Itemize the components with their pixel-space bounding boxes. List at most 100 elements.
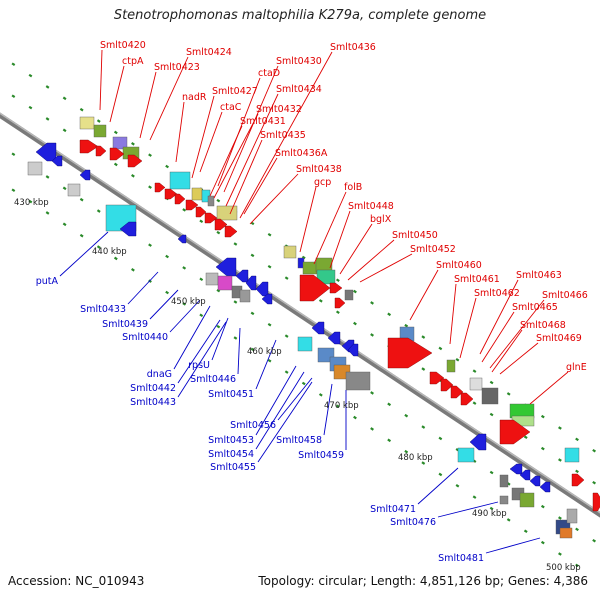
genome-axis-line (0, 112, 600, 518)
ruler-dot (353, 321, 357, 326)
forward-gene-leader (449, 283, 457, 345)
ruler-dot (79, 197, 84, 202)
reverse-gene-arrow (261, 293, 273, 305)
reverse-gene-label: Smlt0454 (208, 449, 254, 460)
ruler-dot (62, 186, 67, 191)
forward-gene-label: folB (344, 182, 362, 193)
gene-feature (217, 275, 233, 291)
ruler-dot (233, 300, 238, 304)
forward-gene-arrow (164, 188, 178, 200)
ruler-dot (233, 242, 238, 246)
forward-gene-leader (299, 186, 317, 253)
ruler-dot (11, 62, 16, 66)
ruler-dot (575, 563, 579, 568)
reverse-gene-label: putA (36, 276, 59, 287)
forward-gene-arrow (299, 274, 331, 302)
forward-gene-label: Smlt0435 (260, 130, 306, 141)
ruler-dot (62, 222, 67, 227)
forward-gene-arrow (224, 225, 238, 238)
forward-gene-arrow (450, 385, 464, 399)
ruler-dot (455, 358, 460, 362)
ruler-dot (353, 289, 357, 294)
reverse-gene-arrow (51, 155, 63, 167)
ruler-dot (62, 128, 67, 133)
ruler-dot (575, 469, 579, 474)
forward-gene-leader (359, 253, 413, 283)
ruler-dot (131, 142, 135, 146)
ruler-dot (370, 427, 374, 431)
ruler-dot (45, 211, 50, 215)
kbp-tick-label: 460 kbp (247, 347, 282, 357)
ruler-dot (113, 162, 118, 167)
ruler-dot (421, 425, 426, 429)
ruler-dot (62, 96, 67, 101)
reverse-gene-arrow (529, 475, 541, 487)
ruler-dot (165, 254, 170, 259)
ruler-dot (11, 152, 16, 156)
ruler-dot (28, 105, 33, 110)
ruler-dot (267, 264, 272, 269)
ruler-dot (318, 393, 323, 397)
reverse-gene-arrow (347, 343, 359, 357)
reverse-gene-label: Smlt0476 (390, 517, 436, 528)
gene-feature (302, 261, 318, 275)
gene-feature (559, 527, 573, 539)
forward-gene-leader (347, 239, 395, 281)
ruler-dot (318, 299, 323, 303)
reverse-gene-label: Smlt0453 (208, 435, 254, 446)
reverse-gene-leader (149, 289, 179, 320)
kbp-tick-label: 480 kbp (398, 453, 433, 463)
ruler-dot (438, 472, 443, 477)
reverse-gene-leader (417, 467, 459, 505)
forward-gene-label: Smlt0423 (154, 62, 200, 73)
forward-gene-label: Smlt0462 (474, 288, 520, 299)
ruler-dot (284, 334, 289, 338)
forward-gene-arrow (109, 147, 125, 161)
reverse-gene-label: Smlt0455 (210, 462, 256, 473)
ruler-dot (558, 426, 562, 430)
ruler-dot (404, 323, 409, 328)
forward-gene-arrow (195, 206, 207, 218)
reverse-gene-label: Smlt0440 (122, 332, 168, 343)
reverse-gene-leader (59, 231, 109, 277)
reverse-gene-arrow (327, 331, 341, 345)
reverse-gene-leader (211, 317, 229, 361)
ruler-dot (216, 324, 221, 329)
reverse-gene-arrow (255, 281, 269, 297)
reverse-gene-arrow (215, 257, 237, 277)
reverse-gene-arrow (79, 169, 91, 181)
forward-gene-leader (239, 51, 333, 219)
reverse-gene-arrow (519, 469, 531, 481)
ruler-dot (540, 504, 545, 509)
forward-gene-label: Smlt0427 (212, 86, 258, 97)
ruler-dot (370, 391, 374, 395)
reverse-gene-label: Smlt0451 (208, 389, 254, 400)
reverse-gene-leader (437, 501, 499, 518)
gene-feature (67, 183, 81, 197)
reverse-gene-label: dnaG (147, 369, 172, 380)
ruler-dot (199, 277, 204, 282)
reverse-gene-leader (173, 305, 211, 370)
ruler-dot (301, 381, 306, 386)
forward-gene-leader (213, 113, 259, 199)
ruler-dot (45, 175, 50, 179)
forward-gene-label: bglX (370, 214, 392, 225)
ruler-dot (489, 412, 494, 417)
forward-gene-label: Smlt0466 (542, 290, 588, 301)
forward-gene-leader (175, 101, 185, 163)
reverse-gene-label: Smlt0442 (130, 383, 176, 394)
reverse-gene-leader (323, 383, 333, 436)
forward-gene-leader (99, 49, 103, 111)
ruler-dot (182, 266, 187, 270)
forward-gene-label: Smlt0436A (275, 148, 328, 159)
forward-gene-arrow (329, 282, 343, 294)
ruler-dot (421, 335, 426, 339)
forward-gene-label: Smlt0432 (256, 104, 302, 115)
feature-layer (27, 116, 600, 539)
ruler-dot (148, 185, 152, 189)
map-title: Stenotrophomonas maltophilia K279a, comp… (113, 8, 487, 23)
kbp-tick-label: 490 kbp (472, 509, 507, 519)
forward-gene-leader (249, 173, 299, 225)
ruler-dot (131, 268, 135, 272)
gene-feature (566, 508, 578, 524)
